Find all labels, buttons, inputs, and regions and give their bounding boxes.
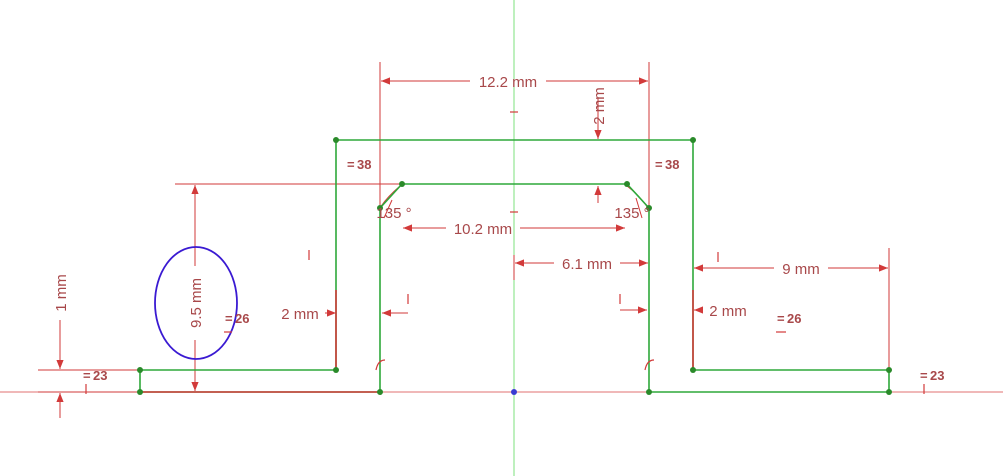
equal-constraint-26-right[interactable]: = 26	[777, 311, 801, 326]
dim-height[interactable]: 9.5 mm	[188, 278, 205, 328]
svg-text:=: =	[920, 368, 928, 383]
equal-constraint-23-left[interactable]: = 23	[83, 368, 107, 383]
dim-flange-width[interactable]: 9 mm	[782, 261, 820, 278]
svg-text:23: 23	[930, 368, 944, 383]
origin-point[interactable]	[511, 389, 517, 395]
svg-text:=: =	[83, 368, 91, 383]
equal-constraint-38-right[interactable]: = 38	[655, 157, 679, 172]
dim-wall-top[interactable]: 2 mm	[591, 87, 608, 125]
svg-text:38: 38	[665, 157, 679, 172]
dim-left-wall[interactable]: 2 mm	[281, 306, 319, 323]
highlight-circle	[154, 246, 238, 360]
dim-inner-width[interactable]: 10.2 mm	[454, 221, 512, 238]
dim-angle-right[interactable]: 135 °	[614, 205, 649, 222]
dim-base-thickness[interactable]: 1 mm	[53, 274, 70, 312]
dim-half-width[interactable]: 6.1 mm	[562, 256, 612, 273]
equal-constraint-23-right[interactable]: = 23	[920, 368, 944, 383]
equal-constraint-26-left[interactable]: = 26	[225, 311, 249, 326]
svg-text:26: 26	[235, 311, 249, 326]
dim-angle-left[interactable]: 135 °	[376, 205, 411, 222]
svg-text:=: =	[225, 311, 233, 326]
equal-constraint-38-left[interactable]: = 38	[347, 157, 371, 172]
svg-text:23: 23	[93, 368, 107, 383]
svg-text:26: 26	[787, 311, 801, 326]
sketch-vertices[interactable]	[137, 137, 892, 395]
svg-text:=: =	[777, 311, 785, 326]
constraint-ticks	[85, 111, 925, 394]
svg-text:=: =	[347, 157, 355, 172]
svg-text:=: =	[655, 157, 663, 172]
svg-text:38: 38	[357, 157, 371, 172]
dim-top-width[interactable]: 12.2 mm	[479, 74, 537, 91]
dim-right-wall[interactable]: 2 mm	[709, 303, 747, 320]
